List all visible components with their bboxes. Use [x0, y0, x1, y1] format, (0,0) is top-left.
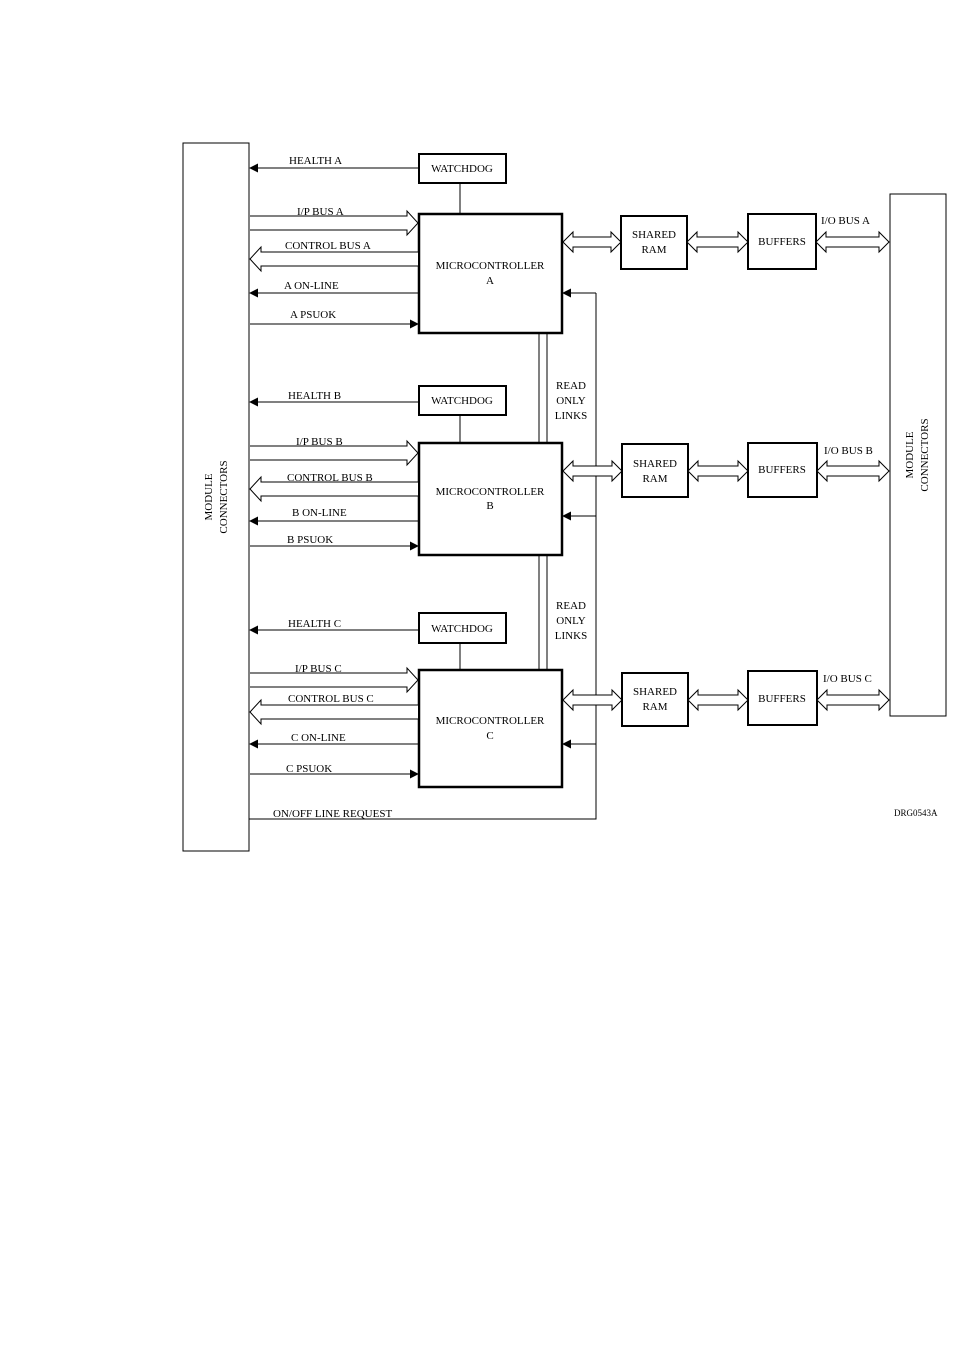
online-label: C ON-LINE: [291, 732, 346, 744]
drawing-number: DRG0543A: [894, 808, 938, 818]
svg-text:ONLY: ONLY: [556, 395, 586, 407]
svg-text:ONLY: ONLY: [556, 615, 586, 627]
shared-ram-label-line2: RAM: [641, 244, 666, 256]
shared-ram-label-line1: SHARED: [633, 686, 677, 698]
microcontroller-label-line2: C: [486, 730, 493, 742]
watchdog-label: WATCHDOG: [431, 623, 493, 635]
health-label: HEALTH B: [288, 390, 341, 402]
left-connector-label-line2: CONNECTORS: [218, 460, 230, 533]
health-label: HEALTH A: [289, 155, 342, 167]
svg-text:LINKS: LINKS: [555, 410, 587, 422]
microcontroller-label-line2: A: [486, 275, 494, 287]
control-bus-label: CONTROL BUS A: [285, 240, 371, 252]
right-connector-label-line1: MODULE: [904, 431, 916, 478]
read-only-links-label-1: READ ONLY LINKS: [555, 380, 587, 422]
shared-ram-label-line2: RAM: [642, 701, 667, 713]
watchdog-label: WATCHDOG: [431, 163, 493, 175]
microcontroller-label-line1: MICROCONTROLLER: [436, 486, 545, 498]
onoff-request-label: ON/OFF LINE REQUEST: [273, 808, 392, 820]
psuok-label: B PSUOK: [287, 534, 333, 546]
ip-bus-label: I/P BUS C: [295, 663, 342, 675]
svg-text:READ: READ: [556, 600, 586, 612]
shared-ram-label-line2: RAM: [642, 473, 667, 485]
shared-ram-label-line1: SHARED: [633, 458, 677, 470]
microcontroller-label-line2: B: [486, 500, 493, 512]
shared-ram-label-line1: SHARED: [632, 229, 676, 241]
online-label: B ON-LINE: [292, 507, 347, 519]
psuok-label: C PSUOK: [286, 763, 332, 775]
svg-text:READ: READ: [556, 380, 586, 392]
microcontroller-label-line1: MICROCONTROLLER: [436, 715, 545, 727]
right-connector-label-line2: CONNECTORS: [919, 418, 931, 491]
left-connector-label-line1: MODULE: [203, 473, 215, 520]
control-bus-label: CONTROL BUS B: [287, 472, 373, 484]
online-label: A ON-LINE: [284, 280, 339, 292]
control-bus-label: CONTROL BUS C: [288, 693, 374, 705]
buffers-label: BUFFERS: [758, 693, 806, 705]
channel-c: WATCHDOG HEALTH C MICROCONTROLLER C I/P …: [249, 612, 890, 789]
buffers-label: BUFFERS: [758, 464, 806, 476]
read-only-links-label-2: READ ONLY LINKS: [555, 600, 587, 642]
buffers-label: BUFFERS: [758, 236, 806, 248]
right-module-connectors: MODULE CONNECTORS: [889, 193, 947, 717]
health-label: HEALTH C: [288, 618, 341, 630]
ip-bus-label: I/P BUS A: [297, 206, 344, 218]
left-module-connectors: MODULE CONNECTORS: [182, 142, 250, 852]
read-only-link-lines: [538, 333, 548, 670]
microcontroller-label-line1: MICROCONTROLLER: [436, 260, 545, 272]
io-bus-label: I/O BUS A: [821, 215, 870, 227]
ip-bus-label: I/P BUS B: [296, 436, 343, 448]
channel-b: WATCHDOG HEALTH B MICROCONTROLLER B I/P …: [249, 385, 890, 557]
watchdog-label: WATCHDOG: [431, 395, 493, 407]
io-bus-label: I/O BUS C: [823, 673, 872, 685]
psuok-label: A PSUOK: [290, 309, 336, 321]
io-bus-label: I/O BUS B: [824, 445, 873, 457]
channel-a: WATCHDOG HEALTH A MICROCONTROLLER A I/P …: [249, 153, 890, 335]
svg-text:LINKS: LINKS: [555, 630, 587, 642]
